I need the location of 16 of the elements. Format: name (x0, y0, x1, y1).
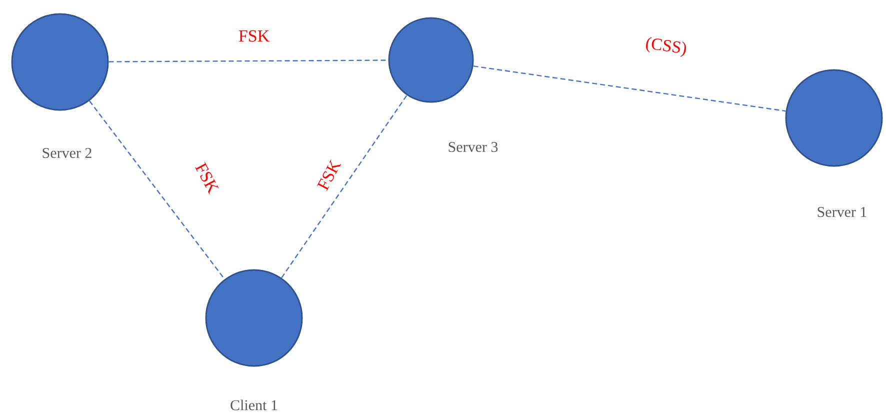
node-circle (388, 17, 474, 103)
edge-label: FSK (238, 30, 270, 42)
connector-line (108, 60, 388, 62)
node-label: Server 2 (42, 148, 92, 158)
connector-line (473, 66, 786, 112)
connector-line (88, 100, 226, 280)
edge-label: FSK (195, 162, 219, 194)
connector-line (281, 94, 408, 278)
node-label: Client 1 (230, 400, 278, 410)
edge-label: FSK (316, 160, 342, 191)
node-circle (785, 69, 883, 167)
node-label: Server 3 (448, 142, 498, 152)
node-circle (11, 13, 109, 111)
node-label: Server 1 (818, 206, 866, 218)
node-circle (205, 269, 303, 367)
edge-label: (CSS) (646, 37, 686, 57)
